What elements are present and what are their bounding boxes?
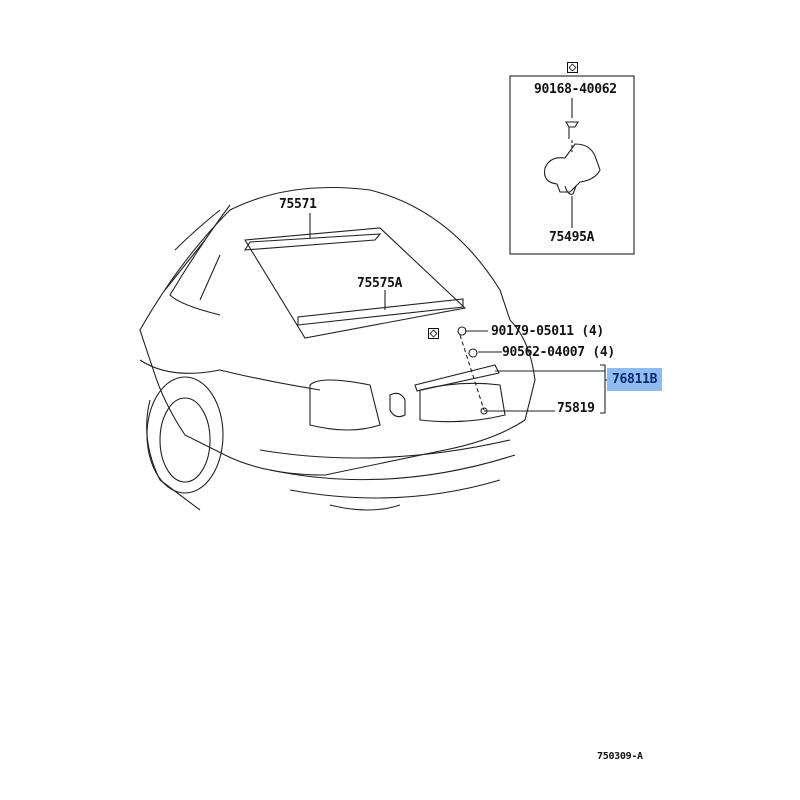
part-label-90562-04007[interactable]: 90562-04007 (4) — [502, 345, 615, 360]
part-label-75571[interactable]: 75571 — [279, 197, 317, 212]
part-label-75495a[interactable]: 75495A — [549, 230, 595, 245]
inset-box — [509, 75, 635, 255]
part-label-76811b-highlighted[interactable]: 76811B — [607, 368, 663, 391]
non-reusable-part-icon — [567, 62, 578, 73]
figure-code: 750309-A — [597, 751, 643, 762]
non-reusable-part-icon — [428, 328, 439, 339]
part-label-90168-40062[interactable]: 90168-40062 — [534, 82, 617, 97]
part-label-90179-05011[interactable]: 90179-05011 (4) — [491, 324, 604, 339]
part-label-75819[interactable]: 75819 — [557, 401, 595, 416]
part-label-75575a[interactable]: 75575A — [357, 276, 403, 291]
